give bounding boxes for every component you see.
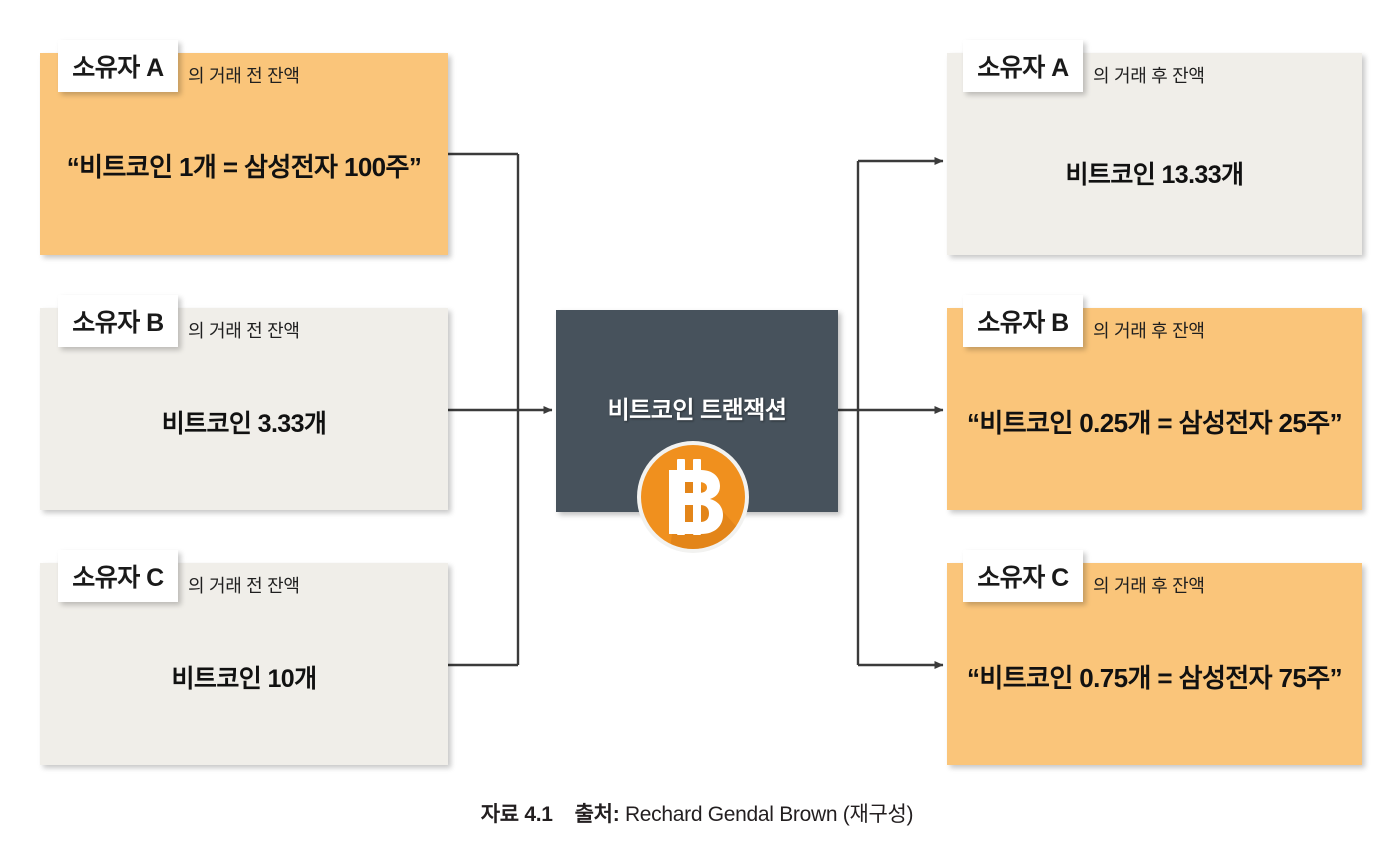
caption-after-c: 의 거래 후 잔액 [1093,576,1205,596]
amount-before-b: 비트코인 3.33개 [161,410,327,438]
caption-after-b: 의 거래 후 잔액 [1093,321,1205,341]
amount-after-b: “비트코인 0.25개 = 삼성전자 25주” [966,408,1343,438]
owner-tag-before-c: 소유자 C [58,550,178,602]
owner-tag-before-b: 소유자 B [58,295,178,347]
amount-after-c: “비트코인 0.75개 = 삼성전자 75주” [966,663,1343,693]
owner-tag-after-c: 소유자 C [963,550,1083,602]
caption-before-c: 의 거래 전 잔액 [188,576,300,596]
owner-tag-after-b: 소유자 B [963,295,1083,347]
amount-before-c: 비트코인 10개 [171,665,318,693]
source-label: 출처: [574,803,620,826]
caption-after-a: 의 거래 후 잔액 [1093,66,1205,86]
caption-before-b: 의 거래 전 잔액 [188,321,300,341]
transaction-node-label: 비트코인 트랜잭션 [607,397,787,424]
caption-before-a: 의 거래 전 잔액 [188,66,300,86]
figure-number: 자료 4.1 [480,803,553,826]
owner-tag-before-a: 소유자 A [58,40,178,92]
owner-tag-after-a: 소유자 A [963,40,1083,92]
amount-after-a: 비트코인 13.33개 [1065,161,1245,189]
amount-before-a: “비트코인 1개 = 삼성전자 100주” [66,152,422,182]
source-text: Rechard Gendal Brown (재구성) [624,803,914,826]
figure-caption: 자료 4.1 출처: Rechard Gendal Brown (재구성) [0,798,1394,828]
bitcoin-coin-icon [637,441,749,553]
